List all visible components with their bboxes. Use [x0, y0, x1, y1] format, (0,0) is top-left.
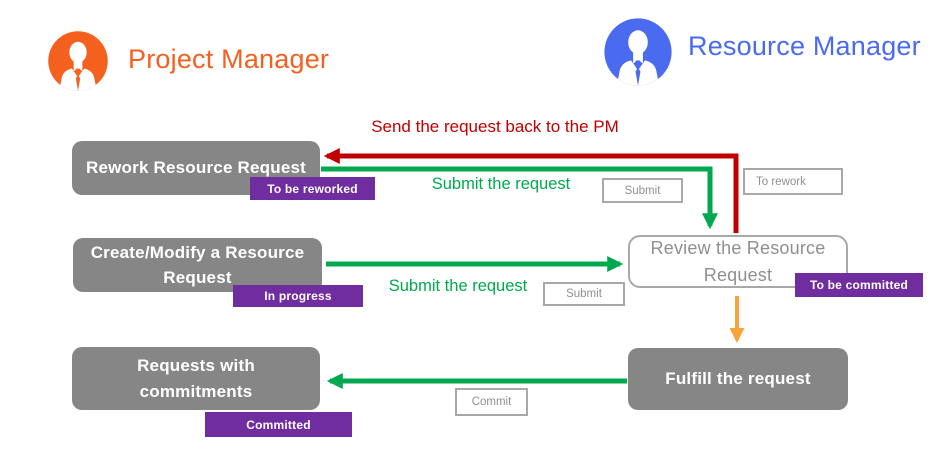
- node-label: Fulfill the request: [665, 369, 811, 389]
- node-label: Requests with commitments: [137, 356, 255, 401]
- node-label: Create/Modify a Resource Request: [90, 242, 305, 288]
- node-fulfill-the-request: Fulfill the request: [628, 348, 848, 410]
- edge-label-send-back: Send the request back to the PM: [371, 117, 619, 136]
- submit-button-top[interactable]: Submit: [602, 178, 683, 203]
- node-requests-with-commitments: Requests with commitments: [72, 347, 320, 410]
- submit-button-middle[interactable]: Submit: [543, 282, 625, 306]
- node-create-modify-resource-request: Create/Modify a Resource Request: [73, 238, 322, 292]
- node-label: Review the Resource Request: [650, 238, 826, 285]
- arrow-send-back-to-pm: [323, 147, 739, 233]
- commit-button[interactable]: Commit: [455, 388, 528, 416]
- status-badge-to-be-reworked: To be reworked: [250, 177, 375, 200]
- project-manager-label: Project Manager: [128, 44, 330, 74]
- status-badge-to-be-committed: To be committed: [795, 273, 923, 297]
- to-rework-button[interactable]: To rework: [743, 168, 843, 195]
- resource-manager-avatar-icon: [604, 18, 672, 86]
- arrow-submit-from-rework: [321, 166, 719, 230]
- resource-manager-label: Resource Manager: [688, 31, 921, 61]
- project-manager-avatar-icon: [48, 31, 108, 91]
- edge-label-submit-request-middle: Submit the request: [388, 277, 528, 295]
- node-label: Rework Resource Request: [85, 158, 306, 178]
- status-badge-committed: Committed: [205, 412, 352, 437]
- edge-label-submit-request-top: Submit the request: [431, 175, 571, 193]
- status-badge-in-progress: In progress: [233, 285, 363, 307]
